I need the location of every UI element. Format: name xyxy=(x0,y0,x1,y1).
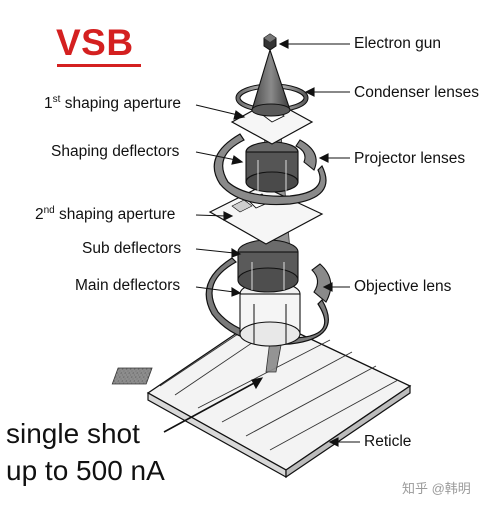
shaping-deflectors xyxy=(245,141,299,193)
label-second-shaping-aperture: 2nd shaping aperture xyxy=(35,205,175,224)
label-first-shaping-aperture-text: shaping aperture xyxy=(60,95,182,113)
watermark: 知乎 @韩明 xyxy=(402,481,471,496)
label-projector-lenses: Projector lenses xyxy=(354,150,466,167)
label-main-deflectors: Main deflectors xyxy=(75,277,181,294)
label-second-shaping-aperture-sup: nd xyxy=(43,205,55,216)
label-second-shaping-aperture-text: shaping aperture xyxy=(54,206,176,224)
label-shaping-deflectors: Shaping deflectors xyxy=(51,143,180,160)
label-condenser-lenses: Condenser lenses xyxy=(354,84,479,101)
label-objective-lens: Objective lens xyxy=(354,278,452,295)
sub-deflectors xyxy=(237,239,299,293)
projector-lenses xyxy=(213,133,327,206)
label-first-shaping-aperture-num: 1 xyxy=(44,95,53,113)
label-second-shaping-aperture-num: 2 xyxy=(35,206,44,224)
electron-gun xyxy=(251,33,291,117)
callout-single-shot: single shot xyxy=(6,418,140,449)
callout-current: up to 500 nA xyxy=(6,455,165,486)
objective-lens xyxy=(205,257,332,345)
label-first-shaping-aperture: 1st shaping aperture xyxy=(44,94,181,113)
title-underline xyxy=(57,64,141,67)
label-electron-gun: Electron gun xyxy=(354,35,442,52)
label-sub-deflectors: Sub deflectors xyxy=(82,240,182,257)
label-reticle: Reticle xyxy=(364,433,412,450)
label-first-shaping-aperture-sup: st xyxy=(52,94,61,105)
page-title: VSB xyxy=(56,22,134,63)
leader-lines xyxy=(163,39,360,447)
reticle-plate xyxy=(111,315,412,479)
